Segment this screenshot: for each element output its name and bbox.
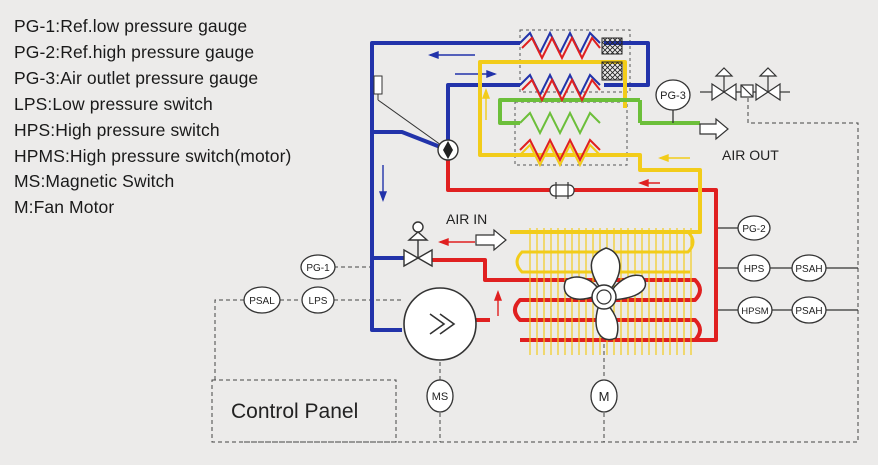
four-way-valve [437,139,459,161]
legend-item-pg1: PG-1:Ref.low pressure gauge [14,16,248,36]
air-arrows [481,88,690,163]
ms-circle [426,379,454,413]
pg2-circle [737,215,771,241]
psah-bottom-label: PSAH [795,306,822,317]
pg2-label: PG-2 [742,224,766,235]
control-panel-box [211,379,397,443]
legend-item-ms: MS:Magnetic Switch [14,171,175,192]
legend-item-pg2: PG-2:Ref.high pressure gauge [14,41,255,62]
legend-item-hpms: HPMS:High pressure switch(motor) [14,145,292,166]
lower-heat-exchanger-red [519,137,601,163]
psal-label: PSAL [249,296,275,307]
air-out-arrow [699,117,729,141]
lower-heat-exchanger-green [519,110,601,136]
lps-circle [301,286,335,314]
expansion-valves [700,67,790,102]
hpsm-circle [737,296,773,324]
solenoid-valve [403,221,433,268]
psah-top-circle [791,254,827,282]
legend-item-lps: LPS:Low pressure switch [14,93,213,114]
filter-top [601,37,623,55]
air-in-arrow [475,228,507,252]
condensate-line [498,98,700,125]
low-pressure-line [370,41,650,332]
filter-bottom [601,61,623,81]
legend-item-m: M:Fan Motor [14,197,115,218]
psah-top-label: PSAH [795,264,822,275]
instrument-labels: PG-3 PG-1 LPS PSAL MS M PG-2 HPS PSAH HP… [249,90,822,404]
m-circle [590,379,618,413]
air-out-label: AIR OUT [722,147,779,163]
m-label: M [599,389,610,404]
compressor [403,287,477,361]
hps-circle [737,254,771,282]
pg1-label: PG-1 [306,263,330,274]
air-in-label: AIR IN [446,211,487,227]
psal-circle [243,286,281,314]
pg1-circle [300,254,336,280]
switch-wiring [716,227,858,311]
control-panel-label: Control Panel [231,400,358,423]
high-pressure-line [432,150,718,342]
pg3-label: PG-3 [660,90,686,102]
ms-label: MS [432,391,449,403]
hps-label: HPS [744,264,765,275]
receiver-box [373,75,383,95]
lower-heat-exchanger-yellow [519,142,601,168]
hpsm-label: HPSM [741,306,769,317]
legend-item-hps: HPS:High pressure switch [14,119,220,140]
lps-label: LPS [309,296,328,307]
high-side-arrows [438,178,660,316]
legend-item-pg3: PG-3:Air outlet pressure gauge [14,67,259,88]
sight-glass [549,182,575,199]
instrument-circles [243,79,827,413]
psah-bottom-circle [791,296,827,324]
fan [563,247,647,341]
legend: PG-1:Ref.low pressure gauge PG-2:Ref.hig… [14,14,291,221]
low-side-arrows [378,50,497,202]
top-heat-exchanger-red [521,35,601,103]
